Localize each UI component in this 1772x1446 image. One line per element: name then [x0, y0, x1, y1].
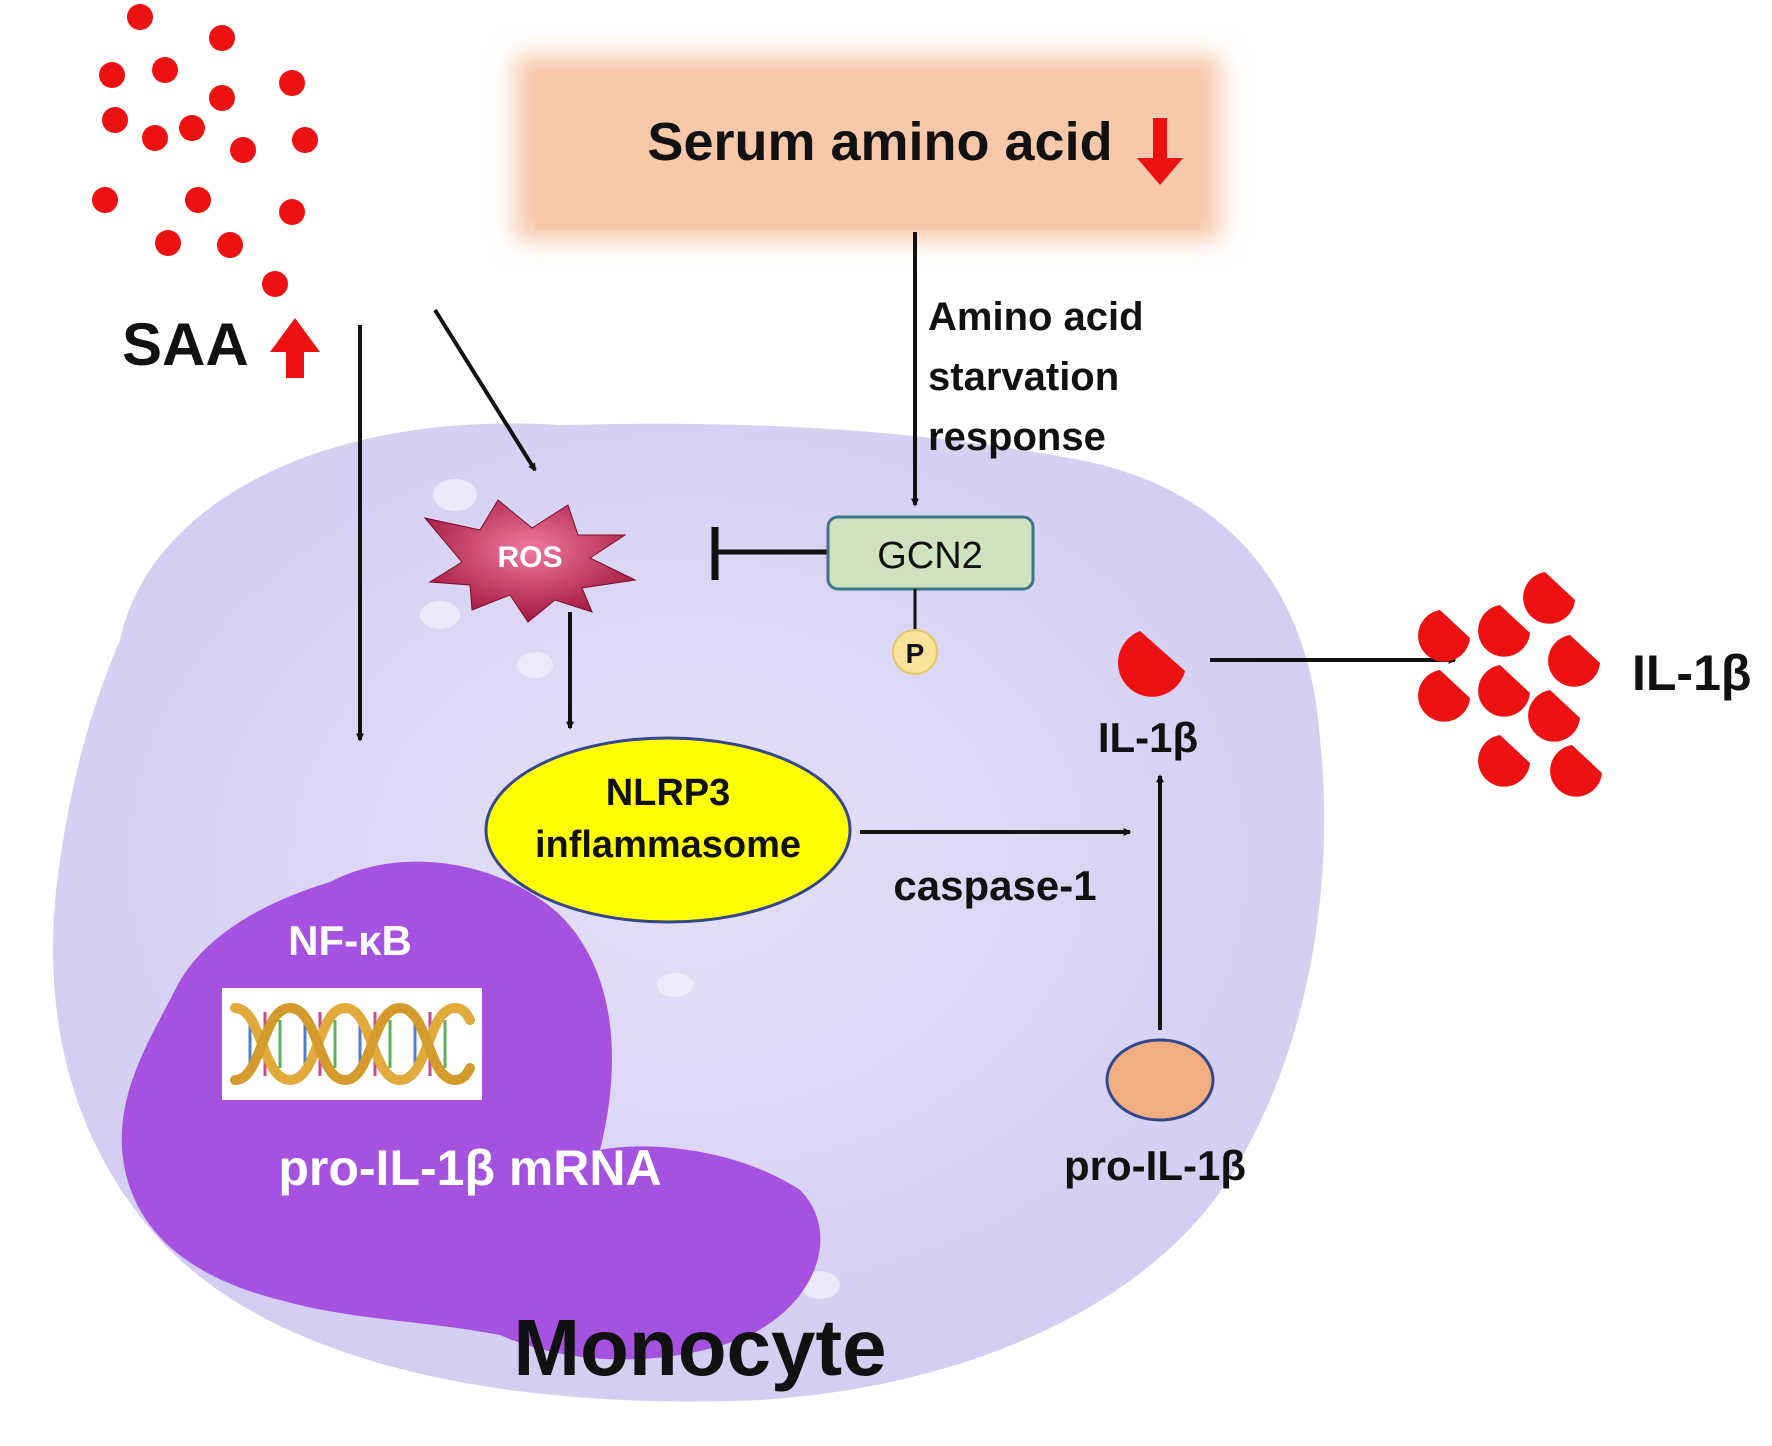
il1b-molecule	[1523, 572, 1575, 624]
saa-dots	[92, 4, 318, 297]
phosphate-group	[892, 629, 938, 675]
saa-dot	[99, 62, 125, 88]
saa-dot	[179, 115, 205, 141]
saa-dot	[92, 187, 118, 213]
il1b-molecule	[1478, 665, 1530, 717]
starvation-label-line3: response	[928, 415, 1106, 459]
cell-name: Monocyte	[513, 1303, 886, 1392]
saa-dot	[209, 25, 235, 51]
nucleus	[121, 861, 821, 1360]
arrow-saa-to-ros	[433, 308, 537, 472]
saa-dot	[279, 199, 305, 225]
il1b-molecule	[1478, 735, 1530, 787]
saa-dot	[142, 125, 168, 151]
red-up-arrow-icon	[270, 318, 320, 378]
nlrp3-label-line1: NLRP3	[606, 772, 731, 814]
saa-dot	[279, 70, 305, 96]
il1b-molecule	[1548, 635, 1600, 687]
nfkb-label: NF-κB	[288, 917, 412, 964]
il1b-molecule	[1418, 610, 1470, 662]
saa-dot	[209, 85, 235, 111]
il1b-molecule	[1550, 745, 1602, 797]
gcn2-box	[826, 515, 1035, 591]
ros-burst	[423, 499, 637, 623]
saa-dot	[185, 187, 211, 213]
saa-label: SAA	[122, 311, 249, 378]
il1b-molecule	[1478, 605, 1530, 657]
il1b-outside-label: IL-1β	[1632, 645, 1751, 701]
caspase-label: caspase-1	[893, 862, 1096, 909]
saa-dot	[262, 271, 288, 297]
nlrp3-label-line2: inflammasome	[535, 824, 801, 866]
gcn2-label: GCN2	[877, 535, 983, 577]
secreted-il1b	[1418, 572, 1602, 797]
saa-dot	[217, 232, 243, 258]
saa-dot	[102, 107, 128, 133]
il1b-molecule	[1418, 670, 1470, 722]
saa-dot	[155, 230, 181, 256]
saa-dot	[152, 57, 178, 83]
ros-label: ROS	[497, 541, 562, 574]
cell-texture	[420, 479, 840, 1299]
il1b-molecule	[1528, 690, 1580, 742]
nlrp3-inflammasome	[484, 736, 852, 924]
saa-dot	[230, 137, 256, 163]
il1b-inside-label: IL-1β	[1098, 714, 1198, 761]
il1b-molecule	[1118, 631, 1185, 697]
saa-dot	[292, 127, 318, 153]
dna-helix-icon	[222, 988, 482, 1100]
starvation-label-line1: Amino acid	[928, 295, 1144, 339]
serum-label: Serum amino acid	[647, 112, 1112, 172]
phosphate-label: P	[906, 638, 925, 669]
red-down-arrow-icon	[1137, 118, 1183, 185]
pro-mrna-label: pro-IL-1β mRNA	[278, 1140, 661, 1196]
pro-il1b-molecule	[1105, 1038, 1215, 1122]
starvation-label-line2: starvation	[928, 355, 1119, 399]
saa-dot	[127, 4, 153, 30]
pro-il1b-label: pro-IL-1β	[1064, 1142, 1246, 1189]
